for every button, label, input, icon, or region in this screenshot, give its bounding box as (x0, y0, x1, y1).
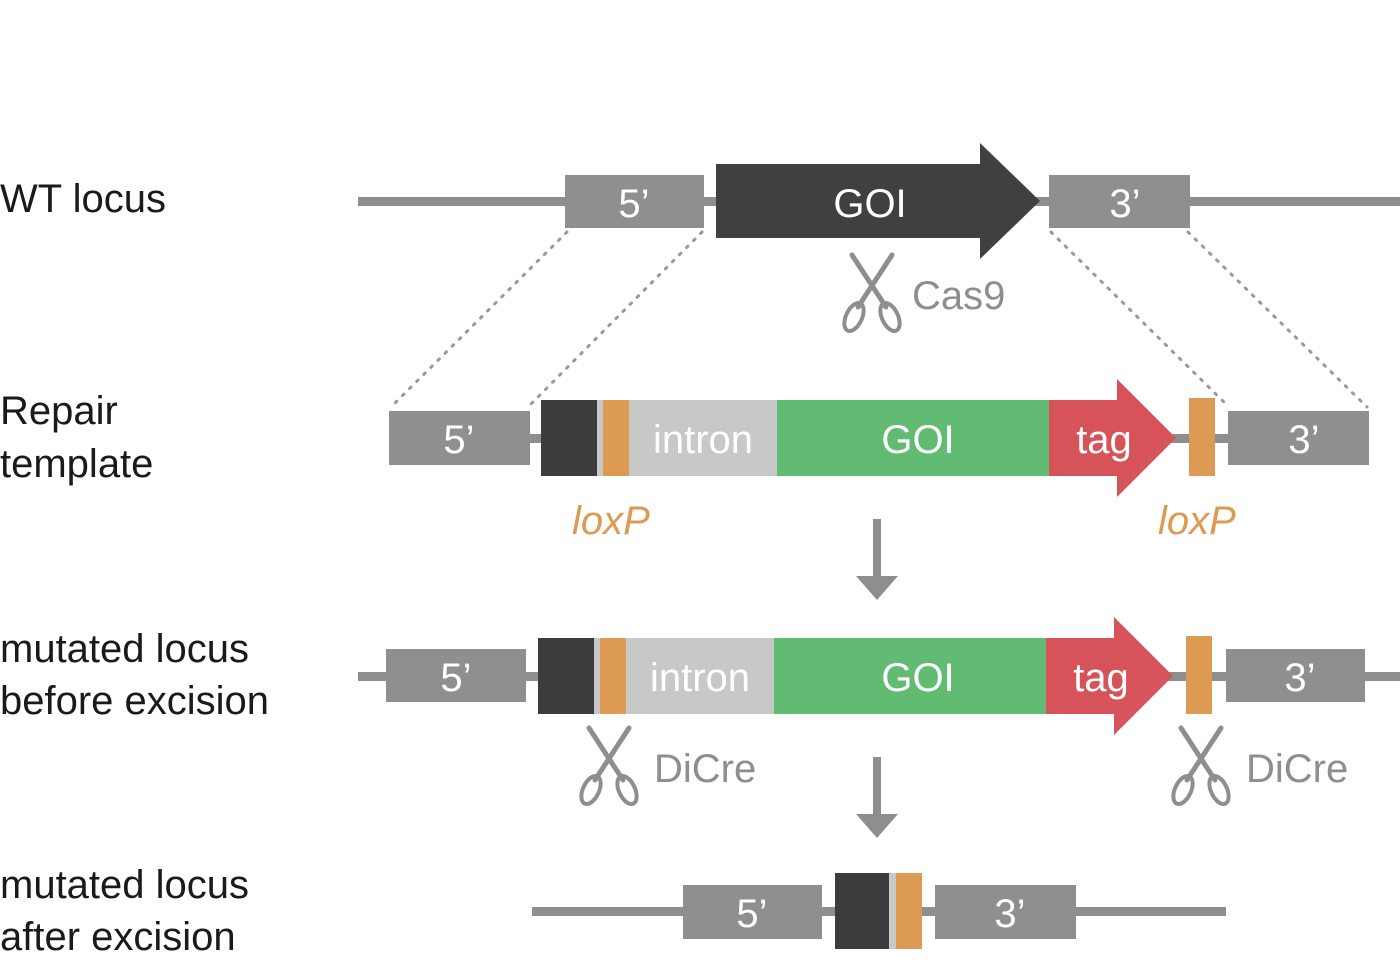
before-goi-label: GOI (881, 656, 954, 700)
before-goi (774, 638, 1046, 714)
repair-goi (777, 400, 1049, 476)
connector-5-outer (389, 230, 569, 409)
wt-3-label: 3’ (1109, 182, 1140, 226)
dicre-label-left: DiCre (654, 747, 756, 791)
wt-5-arm (565, 175, 704, 228)
repair-loxp-right (1189, 398, 1215, 476)
before-tag-label: tag (1073, 656, 1129, 700)
row-label-before-2: before excision (0, 679, 269, 723)
wt-goi-arrow (716, 143, 1040, 259)
after-loxp (896, 873, 922, 949)
before-3-arm (1226, 649, 1365, 702)
repair-tag-label: tag (1076, 418, 1132, 462)
wt-5-label: 5’ (618, 182, 649, 226)
repair-5-label: 5’ (443, 418, 474, 462)
before-3-label: 3’ (1284, 656, 1315, 700)
scissors-icon (577, 728, 640, 807)
connector-3-inner (1049, 230, 1231, 409)
repair-template: 5’ intron GOI tag 3’ loxP loxP (389, 379, 1369, 543)
loxp-label-left: loxP (572, 499, 650, 543)
wt-3-arm (1049, 175, 1190, 228)
repair-dark-block (541, 400, 597, 476)
repair-3-arm (1228, 411, 1369, 465)
row-label-repair-2: template (0, 442, 153, 486)
before-loxp-right (1186, 636, 1212, 714)
before-intron-label: intron (650, 656, 750, 700)
before-spacer (594, 638, 600, 714)
repair-intron-label: intron (653, 418, 753, 462)
row-label-repair-1: Repair (0, 389, 118, 433)
repair-spacer (597, 400, 603, 476)
after-spacer (889, 873, 896, 949)
wt-goi-label: GOI (833, 182, 906, 226)
repair-goi-label: GOI (881, 418, 954, 462)
repair-5-arm (389, 411, 530, 465)
connector-5-inner (526, 230, 704, 409)
wt-locus: 5’ GOI 3’ Cas9 (358, 143, 1400, 334)
before-loxp-left (600, 638, 626, 714)
repair-intron (629, 400, 777, 476)
row-label-wt: WT locus (0, 177, 166, 221)
scissors-icon (840, 255, 903, 334)
before-5-label: 5’ (440, 656, 471, 700)
before-tag-arrow (1046, 617, 1173, 735)
row-label-after-1: mutated locus (0, 863, 249, 907)
after-excision-locus: 5’ 3’ (532, 873, 1226, 949)
repair-3-label: 3’ (1288, 418, 1319, 462)
row-label-after-2: after excision (0, 915, 236, 959)
dicre-label-right: DiCre (1246, 747, 1348, 791)
after-5-arm (683, 885, 822, 939)
scissors-icon (1169, 728, 1232, 807)
homology-connectors (389, 230, 1369, 409)
repair-loxp-left (603, 400, 629, 476)
connector-3-outer (1186, 230, 1369, 409)
after-dark-block (835, 873, 889, 949)
cas9-label: Cas9 (912, 274, 1005, 318)
row-label-before-1: mutated locus (0, 627, 249, 671)
down-arrow-icon (856, 519, 898, 600)
repair-tag-arrow (1049, 379, 1176, 497)
down-arrow-icon (856, 757, 898, 838)
before-intron (626, 638, 774, 714)
before-dark-block (538, 638, 594, 714)
after-3-label: 3’ (994, 892, 1025, 936)
before-5-arm (386, 649, 526, 702)
before-excision-locus: 5’ intron GOI tag 3’ DiCre DiCre (358, 617, 1400, 807)
after-3-arm (935, 885, 1076, 939)
loxp-label-right: loxP (1158, 499, 1236, 543)
after-5-label: 5’ (736, 892, 767, 936)
